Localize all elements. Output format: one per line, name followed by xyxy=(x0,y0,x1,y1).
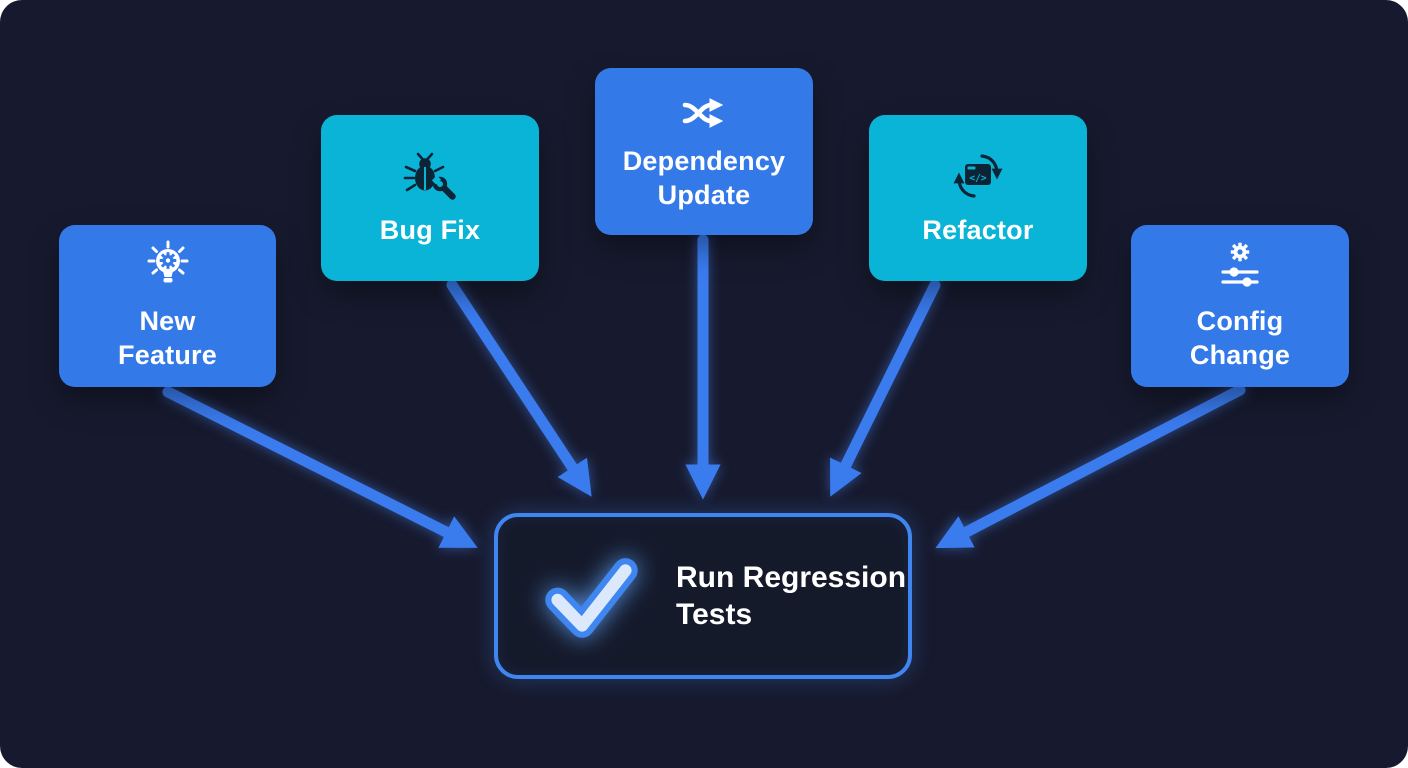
node-label: Bug Fix xyxy=(379,215,481,246)
node-new-feature: New Feature xyxy=(59,225,276,387)
node-label: New Feature xyxy=(118,306,217,370)
arrow-refactor-to-tests xyxy=(830,279,941,497)
bug-wrench-icon xyxy=(402,148,458,204)
checkmark-icon xyxy=(532,537,650,655)
code-refresh-icon: </> xyxy=(948,148,1008,204)
node-dependency-update: Dependency Update xyxy=(595,68,813,235)
arrow-config-change-to-tests xyxy=(935,384,1246,549)
node-config-change: Config Change xyxy=(1131,225,1349,387)
arrow-bug-fix-to-tests xyxy=(446,279,592,497)
node-bug-fix: Bug Fix xyxy=(321,115,539,281)
gear-sliders-icon xyxy=(1212,239,1268,295)
lightbulb-gear-icon xyxy=(140,239,196,295)
center-label: Run Regression Tests xyxy=(676,560,907,632)
node-run-regression-tests: Run Regression Tests xyxy=(494,513,912,679)
node-label: Config Change xyxy=(1189,306,1291,370)
arrow-new-feature-to-tests xyxy=(162,386,478,548)
svg-text:</>: </> xyxy=(969,173,986,184)
node-label: Refactor xyxy=(922,215,1034,246)
node-refactor: </> Refactor xyxy=(869,115,1087,281)
node-label: Dependency Update xyxy=(622,145,786,210)
shuffle-icon xyxy=(677,91,731,135)
